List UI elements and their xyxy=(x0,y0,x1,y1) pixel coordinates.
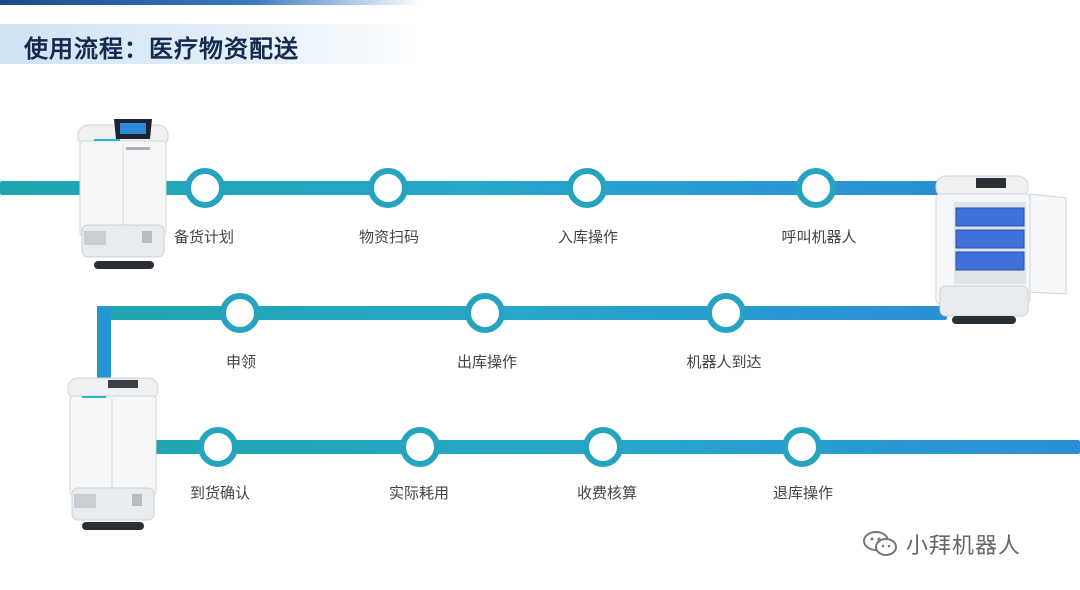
delivery-robot-closed xyxy=(77,119,169,269)
flow-node xyxy=(185,168,225,208)
step-label: 收费核算 xyxy=(576,484,638,502)
step-label: 备货计划 xyxy=(173,228,235,246)
step-label: 出库操作 xyxy=(456,353,518,371)
flow-node xyxy=(796,168,836,208)
step-label: 物资扫码 xyxy=(358,228,420,246)
page-title: 使用流程：医疗物资配送 xyxy=(24,35,299,63)
delivery-robot-open xyxy=(935,175,1067,324)
flow-node xyxy=(583,427,623,467)
flow-node xyxy=(706,293,746,333)
step-label: 退库操作 xyxy=(772,484,834,502)
step-label: 机器人到达 xyxy=(686,353,762,371)
step-label: 申领 xyxy=(225,353,257,371)
flow-node xyxy=(198,427,238,467)
flow-line-row-1 xyxy=(0,181,945,195)
step-label: 呼叫机器人 xyxy=(781,228,857,246)
flow-node xyxy=(782,427,822,467)
flow-node xyxy=(400,427,440,467)
step-label: 到货确认 xyxy=(189,484,251,502)
title-band xyxy=(0,24,420,64)
flow-node xyxy=(220,293,260,333)
watermark: 小拜机器人 xyxy=(862,528,1021,560)
flow-node xyxy=(465,293,505,333)
flow-node xyxy=(567,168,607,208)
top-accent-stripe xyxy=(0,0,420,5)
step-label: 入库操作 xyxy=(557,228,619,246)
step-label: 实际耗用 xyxy=(388,484,450,502)
watermark-text: 小拜机器人 xyxy=(906,534,1022,559)
wechat-icon xyxy=(863,531,897,556)
delivery-robot-closed xyxy=(67,377,159,530)
flow-connector-vertical xyxy=(97,306,111,386)
flow-node xyxy=(368,168,408,208)
